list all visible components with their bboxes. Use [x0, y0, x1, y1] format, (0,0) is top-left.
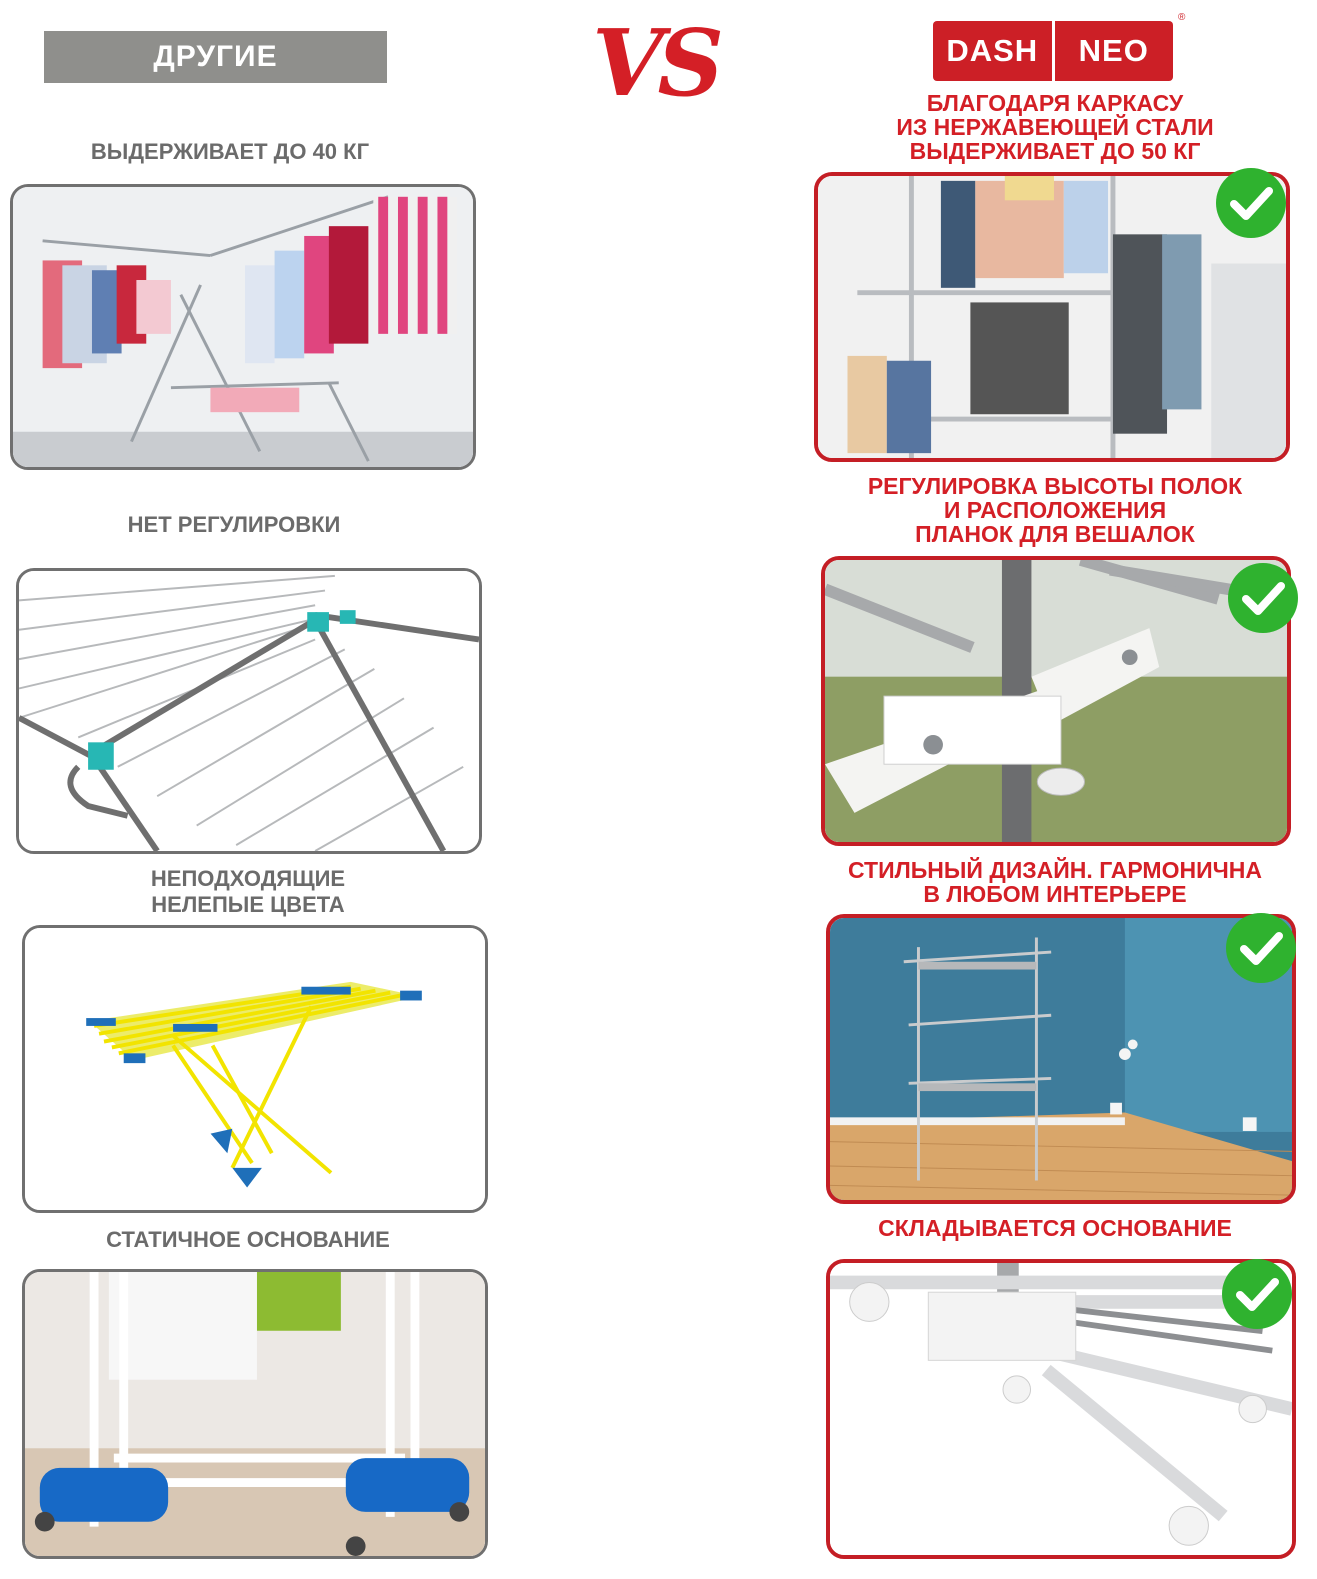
checkmark-icon — [1216, 168, 1286, 238]
left-image-yellow-dryer — [22, 925, 488, 1213]
right-image-interior — [826, 914, 1296, 1204]
right-image-folding-base — [826, 1259, 1296, 1559]
left-image-frame-closeup — [16, 568, 482, 854]
brand-left: DASH — [946, 33, 1039, 68]
checkmark-icon — [1228, 563, 1298, 633]
brand-right: NEO — [1078, 33, 1149, 68]
right-caption-2: РЕГУЛИРОВКА ВЫСОТЫ ПОЛОК И РАСПОЛОЖЕНИЯ … — [867, 473, 1243, 547]
left-caption-2: НЕТ РЕГУЛИРОВКИ — [127, 512, 341, 537]
right-caption-4: СКЛАДЫВАЕТСЯ ОСНОВАНИЕ — [878, 1215, 1232, 1241]
left-caption-4: СТАТИЧНОЕ ОСНОВАНИЕ — [106, 1227, 390, 1252]
checkmark-icon — [1226, 913, 1296, 983]
registered-mark: ® — [1178, 12, 1186, 23]
right-image-adjustable-joint — [821, 556, 1291, 846]
left-caption-3: НЕПОДХОДЯЩИЕ НЕЛЕПЫЕ ЦВЕТА — [150, 866, 346, 917]
left-caption-1: ВЫДЕРЖИВАЕТ ДО 40 КГ — [90, 139, 370, 164]
others-heading: ДРУГИЕ — [44, 31, 387, 83]
checkmark-icon — [1222, 1259, 1292, 1329]
right-caption-3: СТИЛЬНЫЙ ДИЗАЙН. ГАРМОНИЧНА В ЛЮБОМ ИНТЕ… — [848, 857, 1262, 907]
vs-label: VS — [592, 9, 724, 117]
left-image-static-base — [22, 1269, 488, 1559]
left-image-wing-dryer — [10, 184, 476, 470]
right-image-steel-dryer — [814, 172, 1290, 462]
brand-logo: DASH NEO — [933, 21, 1173, 81]
right-caption-1: БЛАГОДАРЯ КАРКАСУ ИЗ НЕРЖАВЕЮЩЕЙ СТАЛИ В… — [896, 90, 1214, 164]
